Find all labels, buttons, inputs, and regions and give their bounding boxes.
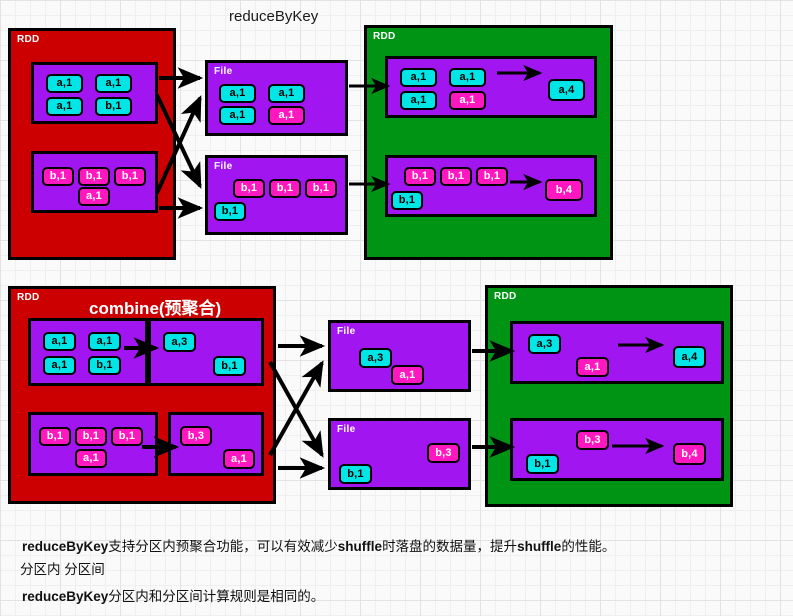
chip: b,1 xyxy=(42,167,74,186)
chip: b,1 xyxy=(95,97,132,116)
file-label: File xyxy=(337,424,356,435)
chip: b,1 xyxy=(88,356,121,375)
chip: b,1 xyxy=(213,356,246,376)
caption-line-1: reduceByKey支持分区内预聚合功能，可以有效减少shuffle时落盘的数… xyxy=(22,535,615,555)
chip: a,1 xyxy=(88,332,121,351)
chip: b,1 xyxy=(440,167,472,186)
chip: b,1 xyxy=(391,191,423,210)
chip-result: b,4 xyxy=(545,179,583,201)
chip: a,1 xyxy=(95,74,132,93)
chip: a,1 xyxy=(449,68,486,87)
chip: a,1 xyxy=(391,365,424,385)
chip: a,1 xyxy=(400,91,437,110)
chip-result: b,4 xyxy=(673,443,706,465)
rdd-label: RDD xyxy=(17,292,40,303)
caption-line-2: 分区内 分区间 xyxy=(20,562,105,577)
chip: b,1 xyxy=(78,167,110,186)
top-source-partition-1: a,1 a,1 a,1 b,1 xyxy=(31,62,158,124)
bottom-result-partition-1: a,3 a,1 a,4 xyxy=(510,321,724,384)
rdd-label: RDD xyxy=(17,34,40,45)
chip: b,1 xyxy=(476,167,508,186)
top-shuffle-file-1: File a,1 a,1 a,1 a,1 xyxy=(205,60,348,136)
chip: a,1 xyxy=(46,74,83,93)
arrow-bottom-p2-to-file1 xyxy=(268,360,324,456)
chip: a,1 xyxy=(449,91,486,110)
caption-line-3: reduceByKey分区内和分区间计算规则是相同的。 xyxy=(22,585,324,605)
chip: a,1 xyxy=(576,357,609,377)
caption-1-bold-3: shuffle xyxy=(517,539,562,554)
top-result-partition-1: a,1 a,1 a,1 a,1 a,4 xyxy=(385,56,597,118)
file-label: File xyxy=(214,66,233,77)
chip-result: a,4 xyxy=(673,346,706,368)
caption-1-mid-1: 支持分区内预聚合功能，可以有效减少 xyxy=(108,539,338,554)
caption-3-bold-1: reduceByKey xyxy=(22,589,109,604)
chip: a,3 xyxy=(359,348,392,368)
chip: b,1 xyxy=(39,427,71,446)
chip: b,3 xyxy=(576,430,609,450)
chip: a,1 xyxy=(400,68,437,87)
chip: b,1 xyxy=(339,464,372,484)
chip: b,3 xyxy=(180,426,212,446)
bottom-source-partition-1-after: a,3 b,1 xyxy=(148,318,264,386)
rdd-label: RDD xyxy=(494,291,517,302)
top-result-partition-2: b,1 b,1 b,1 b,1 b,4 xyxy=(385,155,597,217)
chip: b,1 xyxy=(269,179,301,198)
arrow-bottom-p1-to-file2 xyxy=(268,361,324,458)
bottom-shuffle-file-1: File a,3 a,1 xyxy=(328,320,471,392)
chip-result: a,4 xyxy=(548,79,585,101)
chip: b,1 xyxy=(75,427,107,446)
rdd-label: RDD xyxy=(373,31,396,42)
chip: a,3 xyxy=(163,332,196,352)
chip: b,1 xyxy=(305,179,337,198)
bottom-shuffle-file-2: File b,3 b,1 xyxy=(328,418,471,490)
caption-1-mid-2: 时落盘的数据量，提升 xyxy=(382,539,518,554)
chip: a,1 xyxy=(268,84,305,103)
file-label: File xyxy=(337,326,356,337)
combine-title: combine(预聚合) xyxy=(89,299,222,318)
chip: b,1 xyxy=(214,202,246,221)
chip: a,1 xyxy=(268,106,305,125)
chip: b,1 xyxy=(233,179,265,198)
chip: a,1 xyxy=(75,449,107,468)
chip: a,1 xyxy=(223,449,255,469)
chip: a,1 xyxy=(43,356,76,375)
chip: a,1 xyxy=(78,187,110,206)
caption-1-bold-1: reduceByKey xyxy=(22,539,109,554)
page-title: reduceByKey xyxy=(229,8,319,25)
bottom-source-partition-2-before: b,1 b,1 b,1 a,1 xyxy=(28,412,158,476)
chip: b,3 xyxy=(427,443,460,463)
bottom-source-partition-2-after: b,3 a,1 xyxy=(168,412,264,476)
chip: a,1 xyxy=(219,84,256,103)
bottom-source-partition-1-before: a,1 a,1 a,1 b,1 xyxy=(28,318,148,386)
chip: a,1 xyxy=(219,106,256,125)
chip: b,1 xyxy=(526,454,559,474)
caption-1-bold-2: shuffle xyxy=(337,539,383,554)
bottom-result-partition-2: b,3 b,1 b,4 xyxy=(510,418,724,481)
chip: b,1 xyxy=(111,427,143,446)
chip: b,1 xyxy=(404,167,436,186)
caption-1-tail: 的性能。 xyxy=(561,539,616,554)
file-label: File xyxy=(214,161,233,172)
chip: b,1 xyxy=(114,167,146,186)
top-source-partition-2: b,1 b,1 b,1 a,1 xyxy=(31,151,158,213)
chip: a,1 xyxy=(43,332,76,351)
caption-3-tail: 分区内和分区间计算规则是相同的。 xyxy=(108,589,325,604)
chip: a,3 xyxy=(528,334,561,354)
top-shuffle-file-2: File b,1 b,1 b,1 b,1 xyxy=(205,155,348,235)
chip: a,1 xyxy=(46,97,83,116)
